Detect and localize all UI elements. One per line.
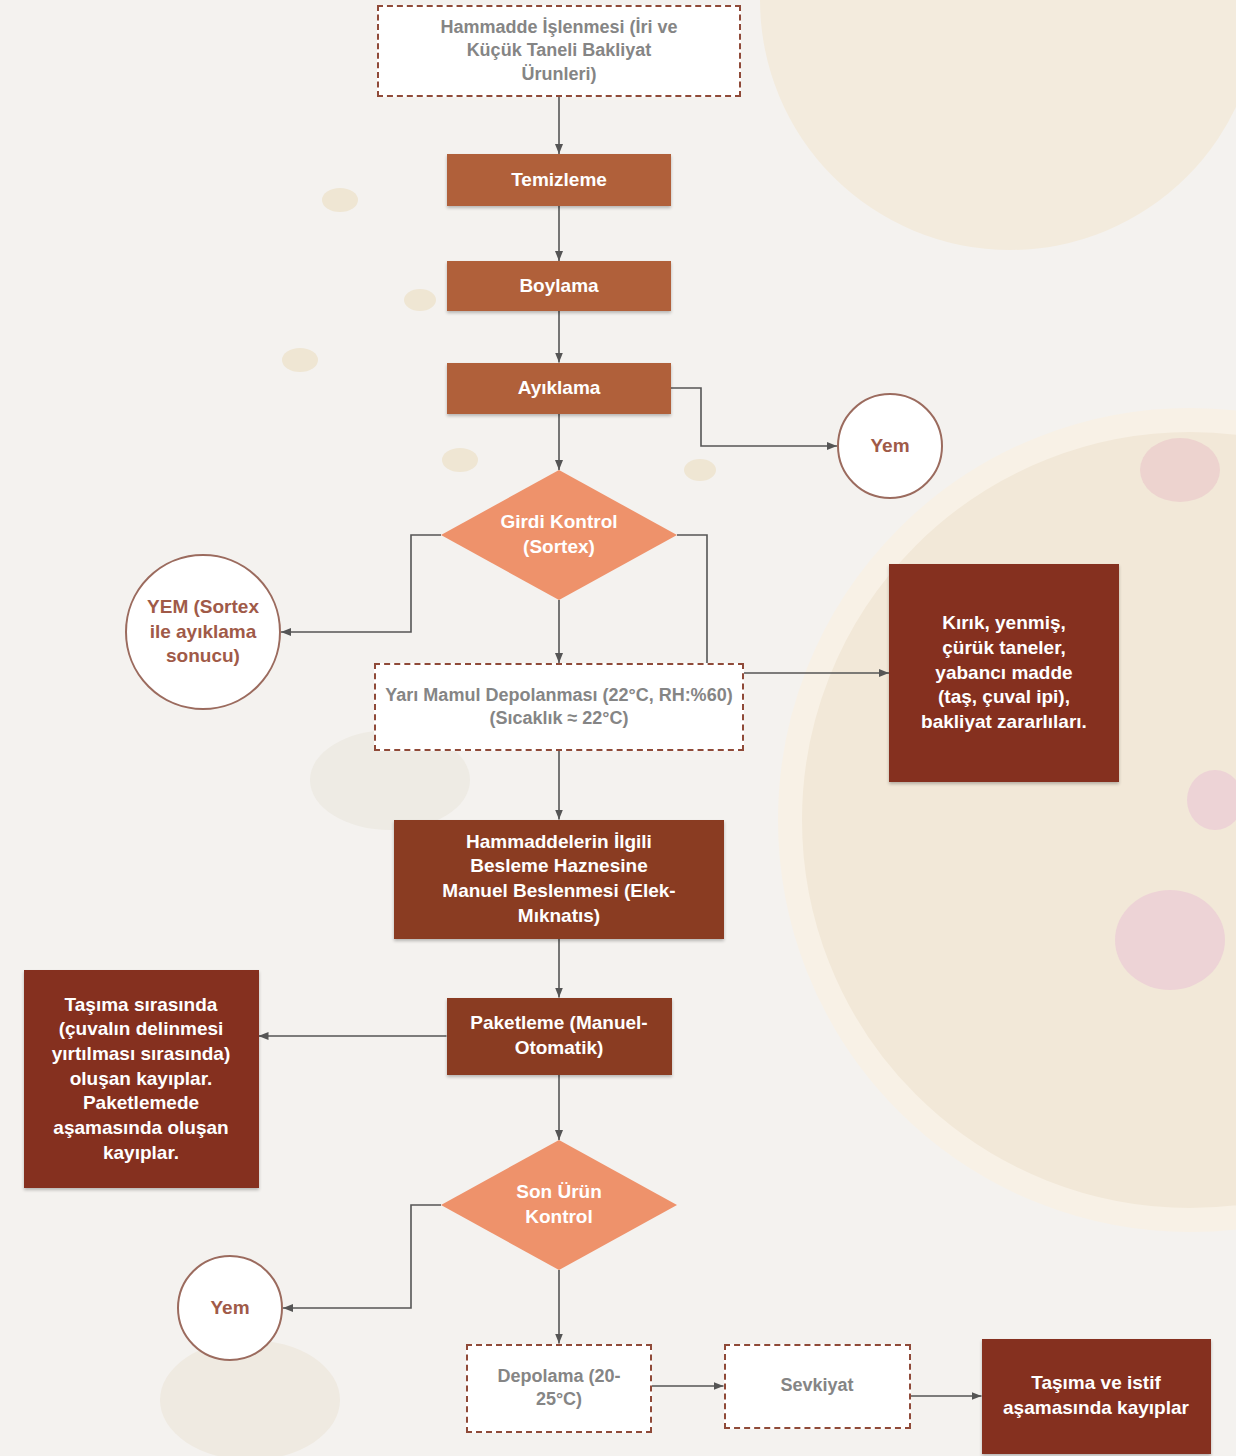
grain	[322, 188, 358, 212]
node-label: Girdi Kontrol (Sortex)	[489, 510, 629, 559]
text-wrap: Girdi Kontrol (Sortex)	[489, 510, 629, 559]
process-box: Hammaddelerin İlgili Besleme Haznesine M…	[394, 820, 724, 939]
flow-arrow	[558, 1270, 560, 1344]
text-wrap: Ayıklama	[459, 376, 659, 401]
node-label: YEM (Sortex ile ayıklama sonucu)	[147, 595, 259, 669]
flow-arrow	[281, 535, 441, 632]
flow-arrow	[558, 97, 560, 154]
diamond-fill	[441, 470, 677, 600]
node-label: Paketleme (Manuel-Otomatik)	[457, 1011, 662, 1060]
diamond-shape	[441, 470, 677, 600]
berry	[1187, 770, 1236, 830]
flow-arrow	[558, 600, 560, 663]
flow-arrow	[558, 206, 560, 261]
text-wrap: Kırık, yenmiş, çürük taneler, yabancı ma…	[915, 611, 1093, 734]
node-label: Boylama	[459, 274, 659, 299]
output-circle: Yem	[837, 393, 943, 499]
flow-arrow	[283, 1205, 441, 1308]
node-label: Depolama (20-25°C)	[479, 1365, 639, 1412]
process-box: Ayıklama	[447, 363, 671, 414]
node-label: Taşıma sırasında (çuvalın delinmesi yırt…	[34, 993, 249, 1166]
output-circle: Yem	[177, 1255, 283, 1361]
rice-cake	[160, 1340, 340, 1456]
berry	[1115, 890, 1225, 990]
text-wrap: Yem	[185, 1296, 275, 1321]
text-wrap: YEM (Sortex ile ayıklama sonucu)	[147, 595, 259, 669]
node-label: Hammaddelerin İlgili Besleme Haznesine M…	[437, 830, 682, 929]
flow-arrow	[259, 1035, 447, 1037]
decision-diamond: Son Ürün Kontrol	[441, 1140, 677, 1270]
text-wrap: Yem	[845, 434, 935, 459]
note-box: Taşıma sırasında (çuvalın delinmesi yırt…	[24, 970, 259, 1188]
text-wrap: Yarı Mamul Depolanması (22°C, RH:%60) (S…	[384, 684, 734, 731]
text-wrap: Depolama (20-25°C)	[479, 1365, 639, 1412]
node-label: Yem	[185, 1296, 275, 1321]
note-box: Kırık, yenmiş, çürük taneler, yabancı ma…	[889, 564, 1119, 782]
node-label: Ayıklama	[459, 376, 659, 401]
node-label: Taşıma ve istif aşamasında kayıplar	[999, 1371, 1194, 1420]
node-label: Sevkiyat	[737, 1374, 897, 1397]
berry	[1140, 438, 1220, 502]
node-label: Hammadde İşlenmesi (İri ve Küçük Taneli …	[439, 16, 679, 86]
text-wrap: Hammadde İşlenmesi (İri ve Küçük Taneli …	[439, 16, 679, 86]
flow-arrow	[911, 1395, 982, 1397]
decision-diamond: Girdi Kontrol (Sortex)	[441, 470, 677, 600]
process-box: Paketleme (Manuel-Otomatik)	[447, 998, 672, 1075]
text-wrap: Boylama	[459, 274, 659, 299]
node-label: Kırık, yenmiş, çürük taneler, yabancı ma…	[915, 611, 1093, 734]
process-box: Boylama	[447, 261, 671, 311]
flow-arrow	[652, 1385, 724, 1387]
text-wrap: Taşıma sırasında (çuvalın delinmesi yırt…	[34, 993, 249, 1166]
grain	[282, 348, 318, 372]
process-box: Temizleme	[447, 154, 671, 206]
storage-box: Depolama (20-25°C)	[466, 1344, 652, 1433]
node-label: Yarı Mamul Depolanması (22°C, RH:%60) (S…	[384, 684, 734, 731]
shipping-box: Sevkiyat	[724, 1344, 911, 1429]
flow-arrow	[558, 311, 560, 363]
flow-arrow	[671, 388, 837, 446]
grain	[442, 448, 478, 472]
text-wrap: Paketleme (Manuel-Otomatik)	[457, 1011, 662, 1060]
flow-arrow	[677, 535, 889, 673]
input-box: Hammadde İşlenmesi (İri ve Küçük Taneli …	[377, 5, 741, 97]
text-wrap: Temizleme	[459, 168, 659, 193]
bowl	[760, 0, 1236, 250]
output-circle: YEM (Sortex ile ayıklama sonucu)	[125, 554, 281, 710]
flow-arrow	[558, 751, 560, 820]
flow-arrow	[558, 1075, 560, 1141]
text-wrap: Taşıma ve istif aşamasında kayıplar	[999, 1371, 1194, 1420]
storage-box: Yarı Mamul Depolanması (22°C, RH:%60) (S…	[374, 663, 744, 751]
grain	[404, 289, 436, 311]
node-label: Temizleme	[459, 168, 659, 193]
node-label: Son Ürün Kontrol	[504, 1180, 614, 1229]
diamond-fill	[441, 1140, 677, 1270]
flow-arrow	[558, 939, 560, 998]
node-label: Yem	[845, 434, 935, 459]
grain	[684, 459, 716, 481]
text-wrap: Hammaddelerin İlgili Besleme Haznesine M…	[437, 830, 682, 929]
flow-arrow	[558, 414, 560, 471]
text-wrap: Sevkiyat	[737, 1374, 897, 1397]
text-wrap: Son Ürün Kontrol	[504, 1180, 614, 1229]
note-box: Taşıma ve istif aşamasında kayıplar	[982, 1339, 1211, 1454]
bowl	[790, 420, 1236, 1220]
diamond-shape	[441, 1140, 677, 1270]
